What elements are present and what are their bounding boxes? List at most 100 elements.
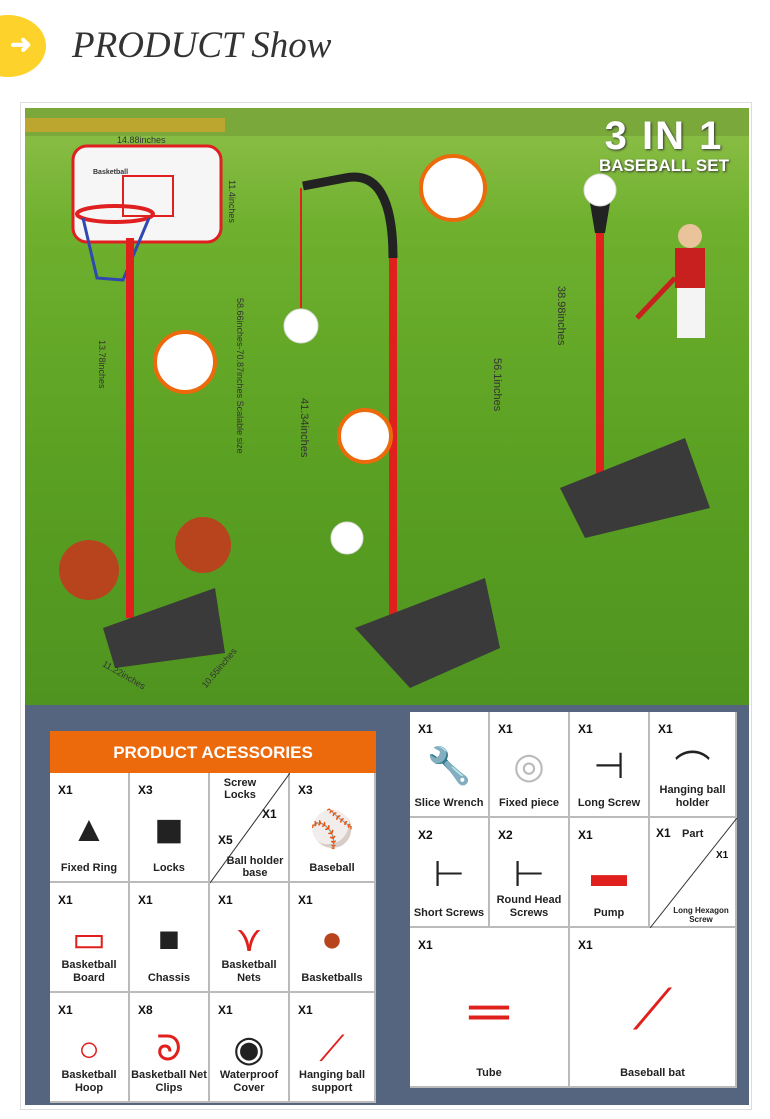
- item-qty: X1: [498, 722, 513, 736]
- item-slice-wrench-icon: 🔧: [426, 745, 472, 787]
- accessory-item: X1 ○Basketball Hoop: [50, 993, 130, 1103]
- board-height-label: 11.4inches: [227, 180, 237, 223]
- pole-3: [596, 228, 604, 508]
- item-qty: X1: [218, 893, 233, 907]
- accessory-item: X1⟋Hanging ball support: [290, 993, 376, 1103]
- set-title-sub: BASEBALL SET: [598, 156, 729, 175]
- item-long-screw-icon: ⊣: [593, 745, 625, 787]
- item-qty: X1: [578, 722, 593, 736]
- hoop-net: [81, 217, 151, 282]
- product-illustration: [25, 108, 749, 688]
- header-badge: ➜: [0, 15, 46, 77]
- board-brand: Basketball: [93, 169, 129, 176]
- item-label: Chassis: [147, 972, 191, 984]
- item-qty: X1: [58, 893, 73, 907]
- item-basketball-net-clips-icon: ᘐ: [156, 1027, 182, 1069]
- item-qty-2: X1: [262, 807, 277, 821]
- accessory-item: X1⟋Baseball bat: [570, 928, 737, 1088]
- item-basketballs-icon: ●: [321, 918, 343, 960]
- item-qty: X8: [138, 1003, 153, 1017]
- item-qty: X1: [656, 826, 671, 840]
- item-qty: X1: [138, 893, 153, 907]
- hanging-arm: [302, 172, 398, 259]
- item-label: Pump: [593, 907, 625, 919]
- item-qty: X1: [58, 1003, 73, 1017]
- hanging-height-label: 41.34inches: [298, 398, 310, 458]
- page-title: PRODUCT Show: [72, 25, 332, 66]
- accessory-item: X1●Basketballs: [290, 883, 376, 993]
- accessory-item: X1▬Pump: [570, 818, 650, 928]
- accessory-item: X1▭Basketball Board: [50, 883, 130, 993]
- flowers: [25, 118, 225, 132]
- accessory-item: X1═Tube: [410, 928, 570, 1088]
- accessory-item: X1⌒Hanging ball holder: [650, 712, 737, 818]
- item-label-2: Long Hexagon Screw: [673, 906, 729, 924]
- item-baseball-icon: ⚾: [309, 808, 355, 850]
- item-hanging-ball-holder-icon: ⌒: [674, 748, 711, 790]
- accessory-item: X2⊢Short Screws: [410, 818, 490, 928]
- kid-head: [678, 224, 702, 248]
- tee-height-label: 38.98inches: [555, 286, 567, 346]
- hoop-height-label: 58.66inches-70.87inches Scalable size: [235, 298, 245, 454]
- kid-shirt: [675, 248, 705, 288]
- base-1: [103, 588, 225, 668]
- item-qty: X2: [418, 828, 433, 842]
- item-fixed-piece-icon: ◎: [513, 745, 545, 787]
- frame: [20, 102, 752, 1110]
- item-label: Basketball Net Clips: [131, 1069, 207, 1094]
- item-chassis-icon: ■: [158, 918, 180, 960]
- arrow-right-icon: ➜: [10, 29, 32, 59]
- kid-bat: [635, 276, 677, 320]
- item-qty: X1: [418, 722, 433, 736]
- accessory-item: X1⋎Basketball Nets: [210, 883, 290, 993]
- item-qty: X1: [578, 828, 593, 842]
- item-qty: X1: [658, 722, 673, 736]
- basketball-2: [175, 517, 231, 573]
- lock-detail-2: [337, 408, 393, 464]
- item-label: Baseball: [309, 862, 355, 874]
- tee-holder: [590, 203, 610, 233]
- accessory-item: X1 🔧 Slice Wrench: [410, 712, 490, 818]
- item-locks-icon: ◼: [154, 808, 184, 850]
- divider-line: [650, 818, 737, 928]
- item-label: Long Screw: [577, 797, 641, 809]
- board-width-label: 14.88inches: [117, 135, 166, 145]
- item-basketball-hoop-icon: ○: [78, 1028, 100, 1070]
- item-basketball-nets-icon: ⋎: [235, 918, 263, 960]
- holder-height-label: 56.1inches: [491, 358, 503, 412]
- item-label: Fixed Ring: [60, 862, 118, 874]
- item-waterproof-cover-icon: ◉: [233, 1028, 265, 1070]
- item-label: Tube: [476, 1067, 502, 1079]
- item-label: Slice Wrench: [414, 797, 484, 809]
- item-qty: X1: [578, 938, 593, 952]
- item-label: Basketball Nets: [221, 959, 277, 984]
- set-title-main: 3 IN 1: [604, 114, 724, 158]
- item-label: Hanging ball holder: [659, 784, 726, 809]
- accessory-item: X1 ■ Chassis: [130, 883, 210, 993]
- item-short-screws-icon: ⊢: [433, 853, 465, 895]
- item-fixed-ring-icon: ▲: [71, 808, 107, 850]
- item-qty: X3: [138, 783, 153, 797]
- item-hanging-ball-support-icon: ⟋: [319, 1027, 345, 1069]
- holder-detail: [419, 154, 487, 222]
- base-2: [355, 578, 500, 688]
- item-label: Round Head Screws: [496, 894, 562, 919]
- accessories-title: PRODUCT ACESSORIES: [50, 731, 376, 773]
- backboard: [71, 144, 223, 244]
- item-label: Basketball Hoop: [61, 1069, 117, 1094]
- accessory-item: X3⚾Baseball: [290, 773, 376, 883]
- item-qty: X1: [58, 783, 73, 797]
- accessory-item: X1⊣ Long Screw: [570, 712, 650, 818]
- item-tube-icon: ═: [469, 978, 509, 1042]
- item-qty: X5: [218, 833, 233, 847]
- item-label: Basketball Board: [61, 959, 117, 984]
- item-label: Screw Locks: [223, 777, 257, 801]
- product-photo: 14.88inches 11.4inches 58.66inches-70.87…: [25, 108, 749, 705]
- item-label: Part: [682, 828, 704, 840]
- accessory-item: X1 ▲ Fixed Ring: [50, 773, 130, 883]
- accessory-item: X1◎Fixed piece: [490, 712, 570, 818]
- item-qty-2: X1: [716, 850, 729, 861]
